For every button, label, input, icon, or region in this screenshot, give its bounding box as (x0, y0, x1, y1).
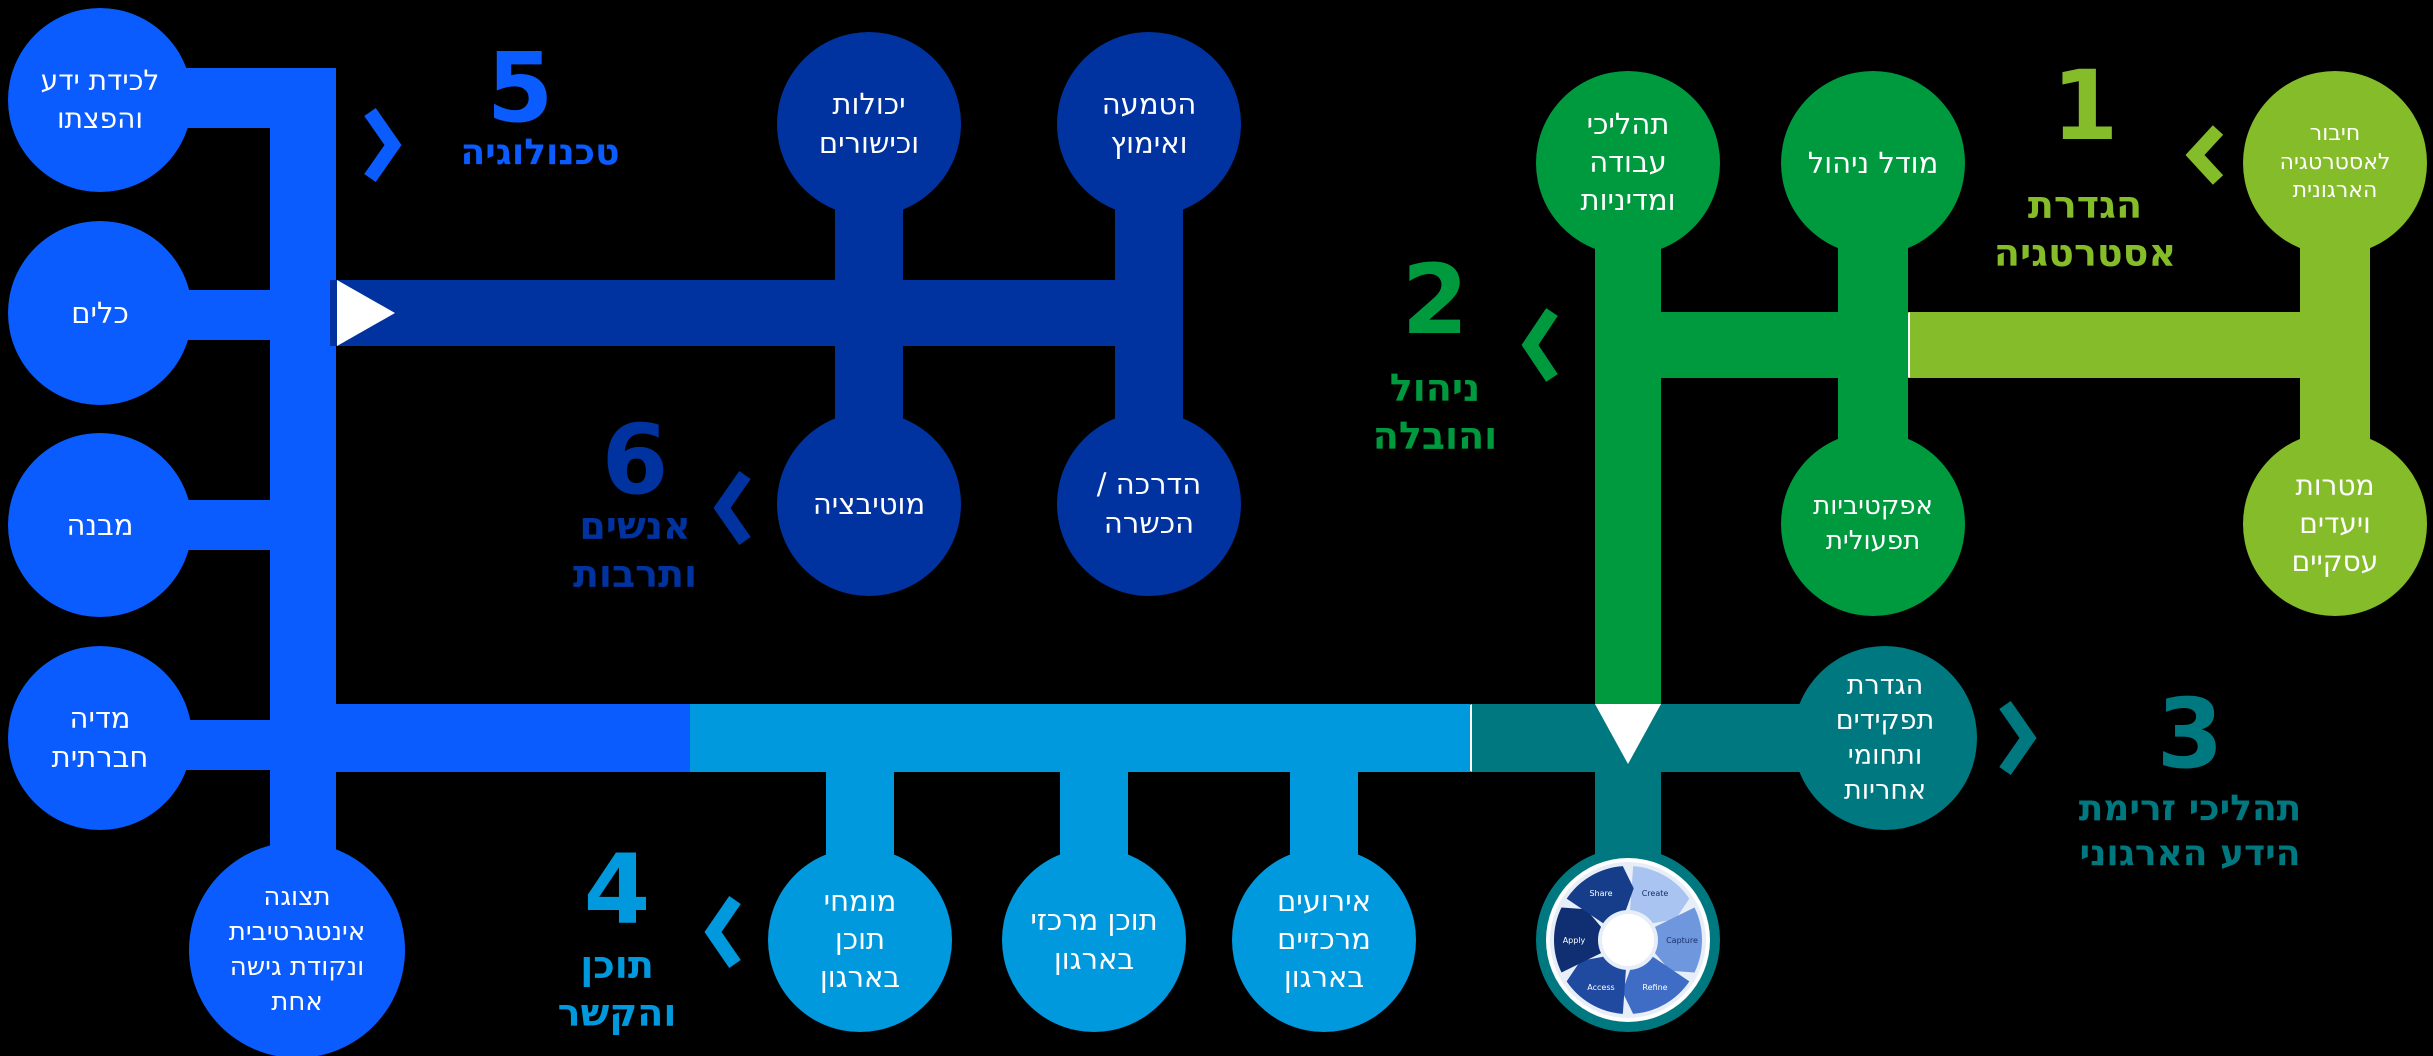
section-2-management (1521, 71, 1965, 720)
node-link-strategy (2243, 71, 2427, 255)
section-5-number: 5 (486, 32, 554, 144)
cycle-segment-label: Share (1589, 889, 1612, 898)
cycle-segment-label: Capture (1666, 936, 1698, 945)
cycle-segment-label: Access (1587, 983, 1614, 992)
section-6-people (330, 32, 1241, 596)
section-6-number: 6 (601, 404, 669, 516)
node-training (1057, 412, 1241, 596)
node-central-content (1002, 848, 1186, 1032)
node-portal (189, 842, 405, 1056)
cycle-segment (1566, 956, 1626, 1014)
cycle-segment (1630, 866, 1690, 924)
cycle-segment (1622, 956, 1690, 1014)
node-roles (1793, 646, 1977, 830)
node-capture (8, 8, 192, 192)
node-structure (8, 433, 192, 617)
cycle-segment-label: Apply (1563, 936, 1586, 945)
section-5-technology (8, 8, 690, 1056)
section-4-title: תוכן והקשר (557, 943, 677, 1035)
node-social-media (8, 646, 192, 830)
node-effectiveness (1781, 432, 1965, 616)
chevron-5-icon (364, 107, 402, 183)
node-capabilities (777, 32, 961, 216)
cycle-segment (1554, 907, 1602, 973)
cycle-segment-label: Refine (1642, 983, 1667, 992)
node-experts (768, 848, 952, 1032)
cycle-segment-label: Create (1642, 889, 1669, 898)
node-motivation (777, 412, 961, 596)
node-mgmt-model (1781, 71, 1965, 255)
node-embedding (1057, 32, 1241, 216)
chevron-4-icon (704, 896, 741, 968)
node-business-goals (2243, 432, 2427, 616)
section-2-title: ניהול והובלה (1372, 366, 1498, 458)
node-work-processes (1536, 71, 1720, 255)
chevron-3-icon (1999, 700, 2037, 776)
node-events (1232, 848, 1416, 1032)
lime-bar (1880, 312, 2370, 378)
section-4-number: 4 (583, 834, 651, 946)
chevron-1-icon (2185, 125, 2224, 185)
section-4-content (615, 704, 1470, 1032)
cycle-segment (1566, 866, 1634, 924)
section-6-title: אנשים ותרבות (572, 504, 698, 596)
section-1-number: 1 (2051, 50, 2119, 162)
section-2-number: 2 (1401, 244, 1469, 356)
node-tools (8, 221, 192, 405)
cycle-segment (1654, 907, 1702, 973)
chevron-2-icon (1521, 308, 1558, 382)
chevron-6-icon (713, 470, 751, 546)
navy-bar (330, 280, 1150, 346)
arrow-green-to-teal (1595, 704, 1661, 764)
arrow-navy-to-blue (337, 280, 395, 346)
section-3-title: תהליכי זרימת הידע הארגוני (2078, 788, 2302, 874)
section-5-title: טכנולוגיה (460, 132, 620, 173)
blue-bottom-bar (270, 704, 690, 772)
section-3-number: 3 (2156, 678, 2224, 790)
section-1-title: הגדרת אסטרטגיה (1993, 183, 2177, 275)
